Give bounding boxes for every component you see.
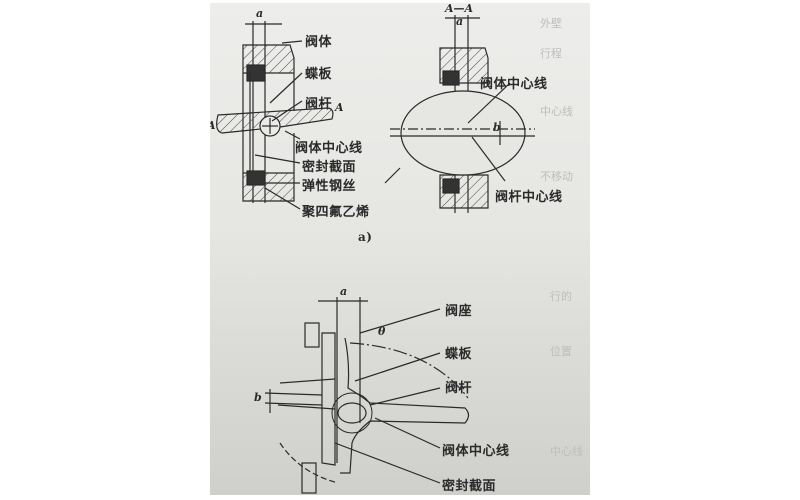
label-body-centerline: 阀体中心线 — [295, 141, 363, 156]
valve-drawings — [216, 15, 535, 494]
label-valve-seat: 阀座 — [445, 304, 473, 319]
caption-a: a) — [358, 230, 373, 244]
label-body-centerline-3: 阀体中心线 — [442, 444, 510, 459]
bleed-text: 不移动 — [540, 170, 573, 183]
dim-b-label-2: b — [254, 391, 262, 404]
section-mark-a-right: A — [335, 101, 344, 114]
diagram-photo: 外壁 行程 中心线 不移动 行的 位置 中心线 — [210, 3, 590, 495]
bleed-text: 中心线 — [540, 105, 573, 118]
label-stem: 阀杆 — [305, 97, 333, 112]
label-body-centerline-2: 阀体中心线 — [480, 77, 548, 92]
label-ptfe: 聚四氟乙烯 — [302, 205, 370, 220]
bleed-text: 位置 — [550, 345, 572, 358]
label-disc: 蝶板 — [305, 67, 333, 82]
section-title: A—A — [445, 3, 474, 15]
dim-theta-label: θ — [378, 325, 386, 338]
label-stem-centerline: 阀杆中心线 — [495, 190, 563, 205]
label-seal-section-2: 密封截面 — [442, 479, 497, 494]
dim-a-label: a — [256, 7, 264, 20]
bleed-text: 中心线 — [550, 445, 583, 458]
label-stem-2: 阀杆 — [445, 381, 473, 396]
label-seal-section: 密封截面 — [302, 160, 357, 175]
bleed-text: 行程 — [540, 47, 562, 60]
label-spring-wire: 弹性钢丝 — [302, 179, 357, 194]
dim-a-label-3: a — [340, 285, 348, 298]
dim-a-label-2: a — [456, 15, 464, 28]
label-valve-body: 阀体 — [305, 35, 333, 50]
bleed-text: 外壁 — [540, 17, 562, 30]
bleed-text: 行的 — [550, 290, 572, 303]
label-disc-2: 蝶板 — [445, 347, 473, 362]
dim-b-label: b — [493, 121, 501, 134]
section-mark-a-left: A — [210, 119, 216, 132]
